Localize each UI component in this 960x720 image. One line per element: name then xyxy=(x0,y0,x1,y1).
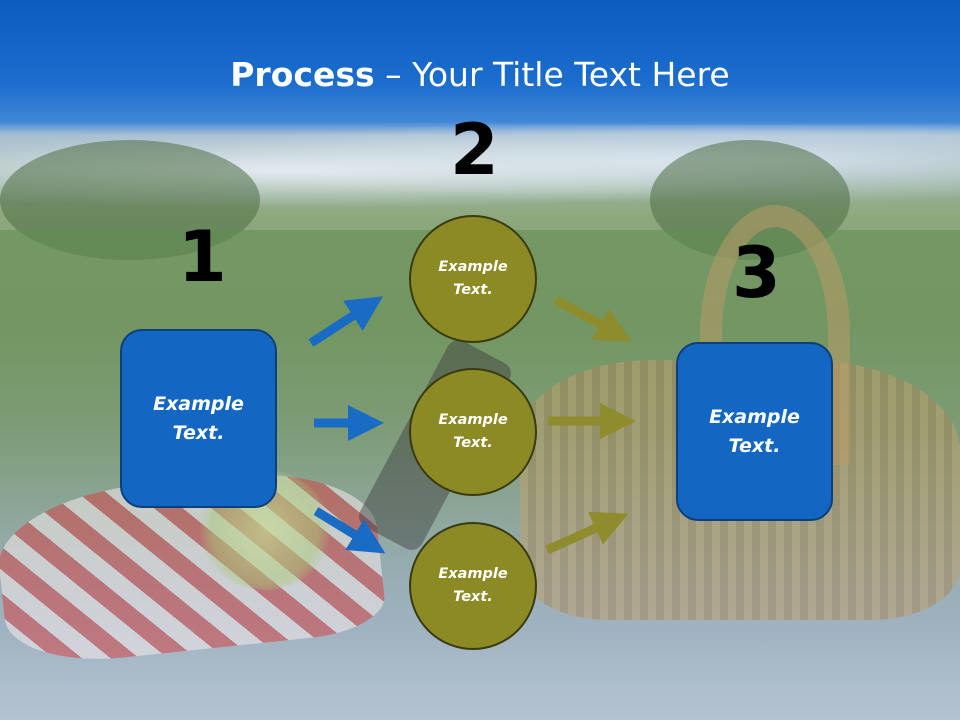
circle-middle: Example Text. xyxy=(409,368,537,496)
left-process-box: Example Text. xyxy=(120,329,277,508)
step-number-1: 1 xyxy=(178,216,227,298)
title-rest: – Your Title Text Here xyxy=(374,55,730,94)
circle-bottom: Example Text. xyxy=(409,522,537,650)
step-number-2: 2 xyxy=(450,109,499,191)
circle-middle-text: Example Text. xyxy=(438,412,508,451)
circle-top: Example Text. xyxy=(409,215,537,343)
step-number-3: 3 xyxy=(732,232,781,314)
slide-title: Process – Your Title Text Here xyxy=(0,55,960,94)
arrow-bottom-to-right xyxy=(545,511,629,555)
left-box-text: Example Text. xyxy=(153,392,244,444)
title-bold: Process xyxy=(230,55,375,94)
right-box-text: Example Text. xyxy=(709,405,800,457)
arrow-top-to-right xyxy=(553,296,632,342)
right-process-box: Example Text. xyxy=(676,342,833,521)
circle-bottom-text: Example Text. xyxy=(438,566,508,605)
circle-top-text: Example Text. xyxy=(438,259,508,298)
arrow-left-to-bottom xyxy=(313,507,386,554)
sky-background xyxy=(0,0,960,135)
arrow-left-to-top xyxy=(308,296,384,347)
